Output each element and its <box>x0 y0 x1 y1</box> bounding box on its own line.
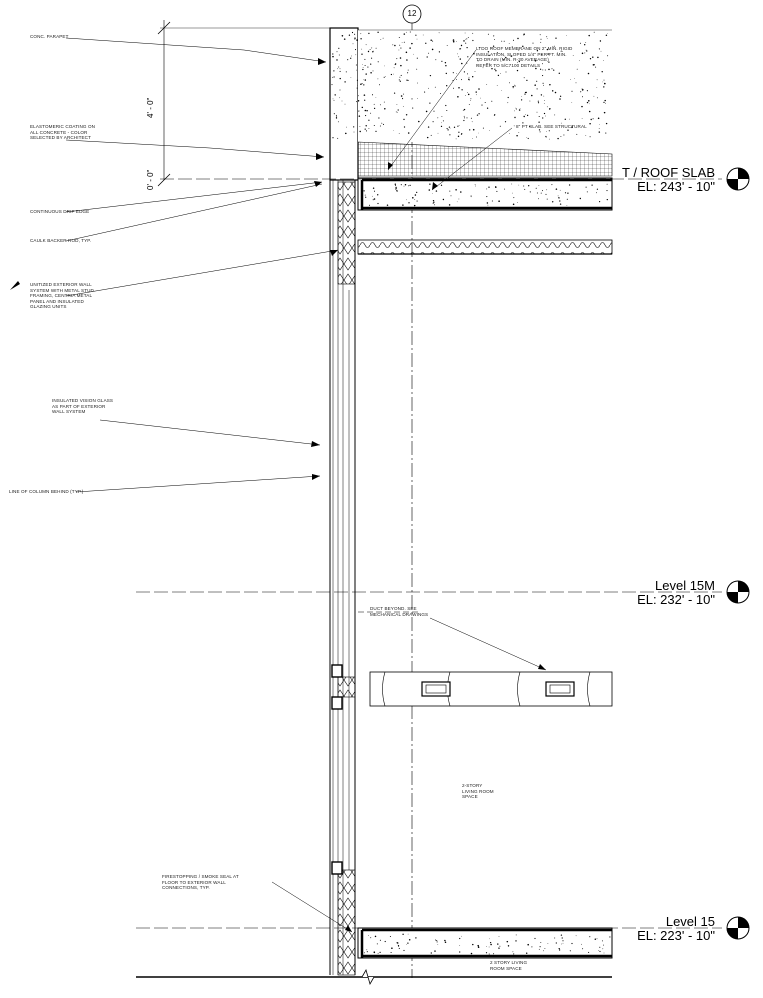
level-15-name: Level 15 <box>665 914 715 929</box>
roof-insulation <box>357 141 613 177</box>
note-caulk: CAULK BACKER ROD, TYP. <box>30 238 92 243</box>
dimension-base: 0' - 0" <box>146 169 155 190</box>
level-roof-elevation: EL: 243' - 10" <box>637 179 715 194</box>
note-firestopping: FIRESTOPPING / SMOKE SEAL AT FLOOR TO EX… <box>162 874 239 891</box>
level-lines <box>136 178 722 929</box>
note-vision-glass: INSULATED VISION GLASS AS PART OF EXTERI… <box>52 398 114 415</box>
level-target-15m <box>726 580 750 604</box>
dimension-parapet-height: 4' - 0" <box>146 97 155 118</box>
note-slab: 8" PT SLAB. SEE STRUCTURAL <box>516 124 587 129</box>
level-roof-name: T / ROOF SLAB <box>622 165 715 180</box>
note-column: LINE OF COLUMN BEHIND (TYP.) <box>9 489 84 494</box>
note-living-room: 2-STORY LIVING ROOM SPACE <box>462 783 494 800</box>
ceiling-insulation <box>357 239 613 255</box>
note-living-room-bottom: 2 STORY LIVING ROOM SPACE <box>490 960 528 971</box>
leader-lines <box>65 37 547 933</box>
grid-label: 12 <box>407 9 417 18</box>
level-target-15 <box>726 916 750 940</box>
parapet-dimension <box>157 20 330 187</box>
note-roof-membrane: LTDO ROOF MEMBRANE ON 2" MIN. RIGID INSU… <box>476 46 573 68</box>
duct <box>358 611 613 707</box>
exterior-wall-system <box>329 180 356 976</box>
note-drip-edge: CONTINUOUS DRIP EDGE <box>30 209 90 214</box>
note-conc-parapet: CONC. PARAPET <box>30 34 69 39</box>
level-15-elevation: EL: 223' - 10" <box>637 928 715 943</box>
level-target-roof <box>726 167 750 191</box>
level-15m-elevation: EL: 232' - 10" <box>637 592 715 607</box>
leader-arrows <box>10 58 546 932</box>
level-15m-name: Level 15M <box>655 578 715 593</box>
note-duct: DUCT BEYOND. SEE MECHANICAL DRAWINGS <box>370 606 429 617</box>
concrete-parapet <box>329 27 612 181</box>
roof-slab <box>357 177 613 211</box>
level-15-slab <box>136 927 613 986</box>
note-unitized: UNITIZED EXTERIOR WALL SYSTEM WITH METAL… <box>30 282 94 310</box>
note-elastomeric: ELASTOMERIC COATING ON ALL CONCRETE - CO… <box>30 124 96 141</box>
